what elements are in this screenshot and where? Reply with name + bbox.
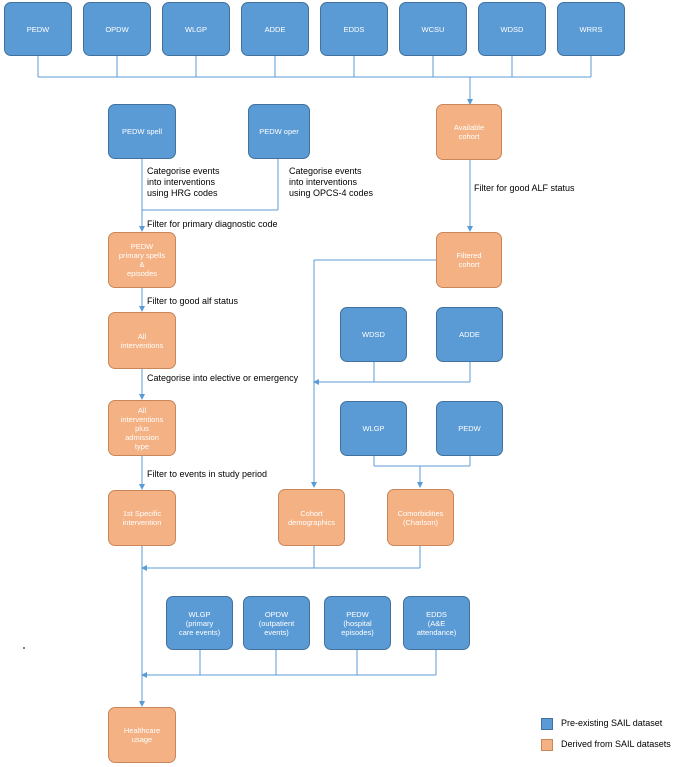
label-categorise-elective: Categorise into elective or emergency [147,373,299,383]
node-wlgp: WLGP [340,401,407,456]
node-comorbidities: Comorbidities (Charlson) [387,489,454,546]
node-available-cohort: Available cohort [436,104,502,160]
node-filtered-cohort: Filtered cohort [436,232,502,288]
source-adde: ADDE [241,2,309,56]
node-pedw-primary-spells: PEDW primary spells & episodes [108,232,176,288]
node-healthcare-usage: Healthcare usage [108,707,176,763]
node-opdw-outpatient: OPDW (outpatient events) [243,596,310,650]
legend-label-pre-existing: Pre-existing SAIL dataset [561,718,663,728]
node-wdsd: WDSD [340,307,407,362]
label-opcs-categorise: Categorise events into interventions usi… [289,166,374,198]
label-hrg-categorise: Categorise events into interventions usi… [147,166,220,198]
source-edds: EDDS [320,2,388,56]
label-filter-alf: Filter for good ALF status [474,183,575,193]
source-pedw: PEDW [4,2,72,56]
label-filter-good-alf: Filter to good alf status [147,296,239,306]
node-pedw: PEDW [436,401,503,456]
node-first-specific-intervention: 1st Specific intervention [108,490,176,546]
node-adde: ADDE [436,307,503,362]
node-cohort-demographics: Cohort demographics [278,489,345,546]
source-wrrs: WRRS [557,2,625,56]
source-wcsu: WCSU [399,2,467,56]
source-opdw: OPDW [83,2,151,56]
legend-swatch-pre-existing [541,718,553,730]
node-all-interventions: All interventions [108,312,176,369]
node-pedw-spell: PEDW spell [108,104,176,159]
label-filter-diagnostic: Filter for primary diagnostic code [147,219,278,229]
node-all-interventions-admission: All interventions plus admission type [108,400,176,456]
label-filter-study-period: Filter to events in study period [147,469,268,479]
legend-label-derived: Derived from SAIL datasets [561,739,671,749]
node-edds-ae: EDDS (A&E attendance) [403,596,470,650]
node-wlgp-primary-care: WLGP (primary care events) [166,596,233,650]
node-pedw-hospital: PEDW (hospital episodes) [324,596,391,650]
node-pedw-oper: PEDW oper [248,104,310,159]
stray-dot [23,647,25,649]
source-wlgp: WLGP [162,2,230,56]
legend-swatch-derived [541,739,553,751]
source-wdsd: WDSD [478,2,546,56]
